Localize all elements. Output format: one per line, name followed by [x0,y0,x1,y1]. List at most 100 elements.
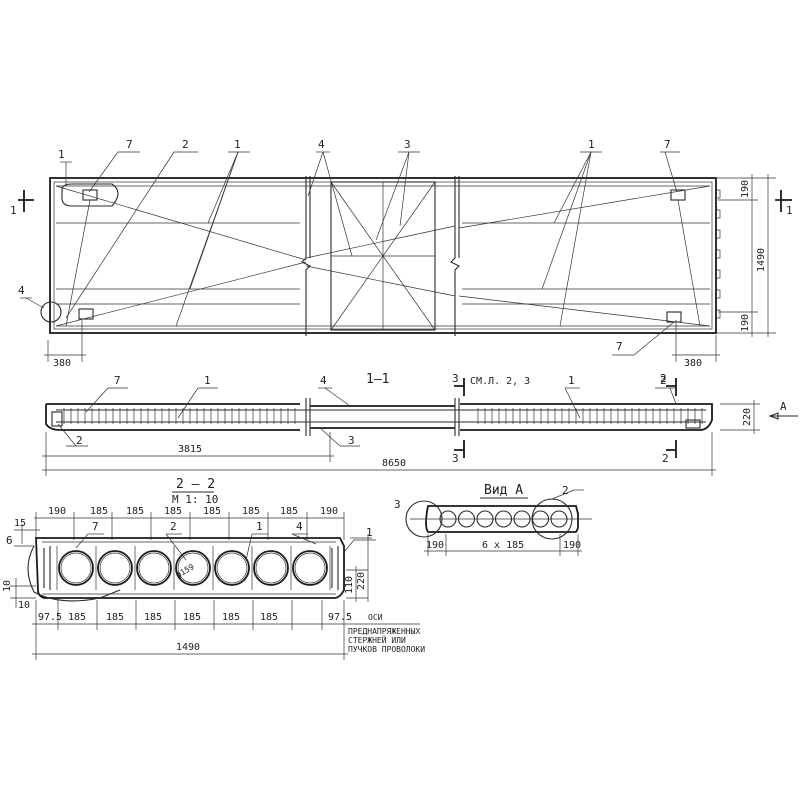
callout-bubble-top-left [61,183,119,207]
plan-callout-4: 4 [318,138,325,151]
view-a-callout-circle-3 [405,500,443,538]
plan-edge-teeth [716,189,721,319]
section-1-1-outline [45,403,713,431]
note-line-0: ОСИ [368,613,383,622]
callout-circle-4 [40,301,62,323]
section-1-1-callout-3: 3 [348,434,355,447]
section-1-1-end-left [51,411,63,427]
section-2-2-dim-110: 110 [344,576,355,594]
view-a-dim-2: 190 [563,540,581,551]
section-2-2-top-dim-1: 185 [90,506,108,517]
break-line-left [301,176,311,336]
plan-callout-1b: 1 [234,138,241,151]
section-mark-left-label: 1 [10,204,17,217]
section-2-2-side-dimension-lines [10,524,372,608]
section-2-2-top-dim-6: 185 [280,506,298,517]
section-2-2-stirrup-left [43,546,51,590]
section-2-2-top-dimension-lines [34,512,345,540]
void-circle [58,550,94,586]
void-circle [253,550,289,586]
section-2-2-bottom-dimension-lines [32,600,346,630]
section-2-2-top-dim-5: 185 [242,506,260,517]
section-1-1-callout-7: 7 [114,374,121,387]
section-1-1-break [305,398,460,436]
section-2-2-hole-label: ф159 [175,562,196,580]
cut-2-mark-bottom [666,440,677,458]
section-2-2-dim-10-left: 10 [2,580,13,592]
void-inner [255,552,287,584]
section-1-1-callout-4: 4 [320,374,327,387]
plan-dim-height: 1490 [756,248,767,272]
cut-3-bottom-label: 3 [452,452,459,465]
plan-dim-bottom-right: 190 [740,314,751,332]
lift-plate-bottom-left [78,308,94,320]
section-2-2: 2 — 2 М 1: 10 190 185 185 185 185 185 18… [2,477,425,660]
break-line-right [450,176,460,336]
void-inner [138,552,170,584]
section-2-2-top-dim-0: 190 [48,506,66,517]
section-2-2-note: ОСИ ПРЕДНАПРЯЖЕННЫХ СТЕРЖНЕЙ ИЛИ ПУЧКОВ … [346,613,425,654]
section-2-2-callout-1: 1 [256,520,263,533]
section-2-2-callout-4: 4 [296,520,303,533]
section-2-2-bottom-dim-7: 97.5 [328,612,352,623]
section-1-1: 1—1 7 1 4 1 2 2 3 3 3 СМ.Л. 2, 3 [42,372,798,476]
section-2-2-callout-6: 6 [6,534,13,547]
section-2-2-bottom-dim-2: 185 [106,612,124,623]
view-a-hole [439,510,457,528]
section-1-1-title: 1—1 [366,372,389,387]
section-2-2-stirrup-right [331,546,339,590]
plan-view: 1 7 2 1 4 3 1 7 4 7 1 1 380 380 190 1490… [10,138,793,369]
plan-callout-1: 1 [58,148,65,161]
cut-3-mark-top [454,378,465,396]
section-1-1-callout-2: 2 [660,374,667,387]
view-a-leaders [551,489,584,500]
section-2-2-total-dimension-line [32,630,348,660]
section-1-1-end-right [685,419,701,429]
view-a-hole [513,510,531,528]
view-a-dimension-lines [424,534,582,556]
section-2-2-bottom-dim-6: 185 [260,612,278,623]
section-2-2-title: 2 — 2 [176,477,215,492]
plan-callout-7c: 7 [616,340,623,353]
plan-callout-3: 3 [404,138,411,151]
section-2-2-callout-7: 7 [92,520,99,533]
section-mark-right [775,190,792,212]
cut-2-bottom-label: 2 [662,452,669,465]
section-2-2-bottom-dim-4: 185 [183,612,201,623]
plan-callout-1c: 1 [588,138,595,151]
section-2-2-inner-outline [42,541,336,595]
void-circle [175,550,211,586]
view-a-hole [550,510,568,528]
plan-dimension-lines [44,174,776,362]
section-2-2-scale: М 1: 10 [172,493,218,506]
view-a-dim-1: 6 х 185 [482,540,524,551]
section-1-1-callout-2b: 2 [76,434,83,447]
section-2-2-callout-1b: 1 [366,526,373,539]
plan-callout-2: 2 [182,138,189,151]
view-a-arrow [768,412,798,420]
view-a-dim-0: 190 [426,540,444,551]
plan-callout-7: 7 [126,138,133,151]
section-1-1-note: СМ.Л. 2, 3 [470,376,530,387]
section-1-1-leaders [57,387,677,447]
view-a-hole [494,510,513,528]
view-a-arrow-label: А [780,400,787,413]
section-2-2-top-dim-3: 185 [164,506,182,517]
view-a-callout-2: 2 [562,484,569,497]
view-a: Вид А 3 2 190 6 х 185 190 [394,483,592,556]
section-1-1-dim-total: 8650 [382,458,406,469]
view-a-callout-3: 3 [394,498,401,511]
section-2-2-leaders [14,533,376,561]
section-1-1-dimension-lines [42,400,760,476]
section-2-2-dim-10-bottom: 10 [18,600,30,611]
section-2-2-bottom-dim-0: 97.5 [38,612,62,623]
void-inner [216,552,248,584]
lift-plate-bottom-right [666,311,682,323]
note-line-3: ПУЧКОВ ПРОВОЛОКИ [348,645,425,654]
note-line-2: СТЕРЖНЕЙ ИЛИ [348,634,406,645]
void-inner [177,552,209,584]
section-1-1-dim-height: 220 [742,408,753,426]
plan-callout-7b: 7 [664,138,671,151]
view-a-hole [457,510,476,528]
